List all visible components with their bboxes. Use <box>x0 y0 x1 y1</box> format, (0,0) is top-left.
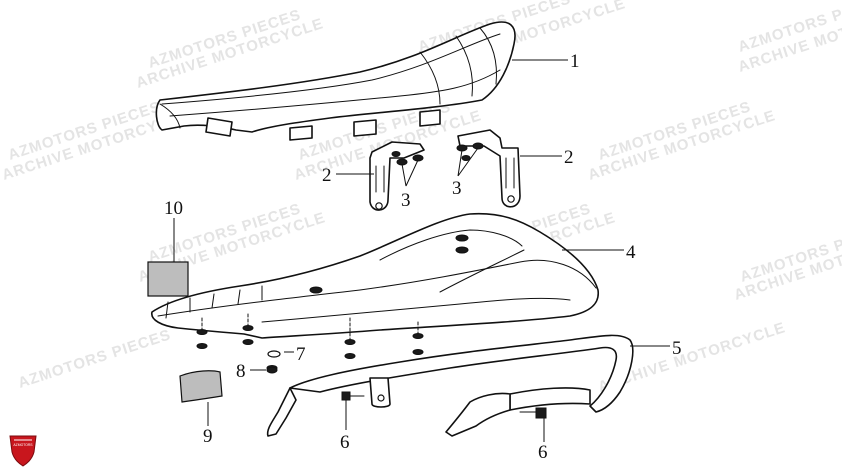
bolt-right-part[interactable] <box>519 407 547 419</box>
azmotors-logo: AZMOTORS <box>9 435 37 467</box>
callout-grab-rail: 5 <box>672 338 682 359</box>
leader-lines <box>173 59 670 442</box>
callout-pad: 9 <box>203 426 213 447</box>
callout-label: 10 <box>164 198 183 219</box>
rear-cowl-part[interactable] <box>151 212 599 339</box>
nut-right-group[interactable] <box>456 142 484 161</box>
callout-bolt-left: 6 <box>340 432 350 453</box>
label-part[interactable] <box>147 261 189 297</box>
seat-part[interactable] <box>155 21 516 141</box>
pad-part[interactable] <box>179 370 223 403</box>
callout-seat: 1 <box>570 51 580 72</box>
logo-text: AZMOTORS <box>13 443 33 447</box>
washer-part[interactable] <box>267 350 281 358</box>
callout-nut-left: 3 <box>401 190 411 211</box>
callout-washer: 7 <box>296 344 306 365</box>
watermark: AZMOTORS PIECES <box>16 326 173 392</box>
callout-nut-small: 8 <box>236 361 246 382</box>
nut-left-group[interactable] <box>391 151 424 166</box>
callout-nut-right: 3 <box>452 178 462 199</box>
bolt-left-part[interactable] <box>341 391 365 401</box>
grab-rail-part[interactable] <box>266 334 634 437</box>
callout-bolt-right: 6 <box>538 442 548 463</box>
bracket-left-part[interactable] <box>369 141 425 211</box>
callout-bracket-right: 2 <box>564 147 574 168</box>
small-nut-part[interactable] <box>266 366 278 374</box>
callout-rear-cowl: 4 <box>626 242 636 263</box>
callout-labels: 1 2 2 3 3 4 5 6 6 7 8 9 10 <box>164 51 682 463</box>
callout-bracket-left: 2 <box>322 165 332 186</box>
bracket-right-part[interactable] <box>457 129 521 208</box>
